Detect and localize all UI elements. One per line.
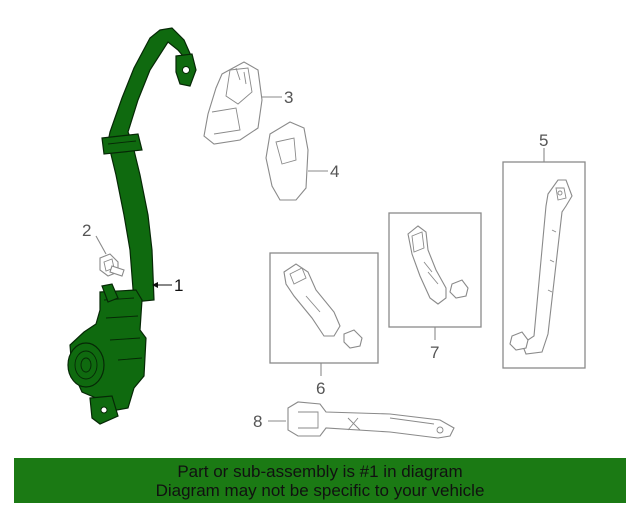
part-1-seat-belt-assembly[interactable] [67,27,197,425]
part-4-trim-cover[interactable] [265,121,309,201]
callout-4: 4 [330,162,339,181]
part-3-guide-cover[interactable] [203,61,263,145]
parts-diagram: 1 2 3 4 5 7 [67,27,586,439]
diagram-notice-banner: Part or sub-assembly is #1 in diagram Di… [14,458,626,503]
notice-line-1: Part or sub-assembly is #1 in diagram [177,461,463,481]
callout-3: 3 [284,88,293,107]
callout-1: 1 [174,276,183,295]
part-7-bolt[interactable] [449,279,469,299]
callout-2: 2 [82,221,91,240]
part-6-buckle[interactable] [283,263,341,337]
part-8-belt-extender[interactable] [287,401,455,439]
callout-7: 7 [430,343,439,362]
part-7-buckle[interactable] [407,225,447,305]
callout-6: 6 [316,379,325,398]
part-5-buckle-strap[interactable] [521,179,573,355]
part-5-bolt[interactable] [509,331,529,351]
callout-5: 5 [539,131,548,150]
part-2-bolt[interactable] [99,253,125,277]
callout-8: 8 [253,412,262,431]
part-6-bolt[interactable] [343,329,363,349]
notice-line-2: Diagram may not be specific to your vehi… [155,480,485,500]
